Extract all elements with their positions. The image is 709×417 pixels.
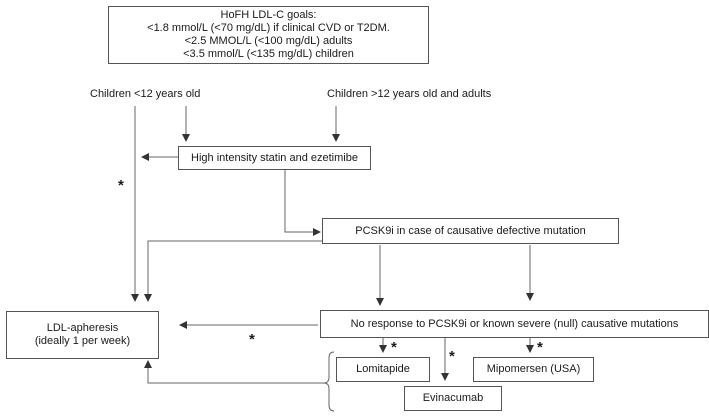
arrow-statin-to-pcsk9i xyxy=(284,170,321,236)
asterisk-evinacumab: * xyxy=(449,348,455,365)
arrow-pcsk9i-to-apheresis xyxy=(144,240,322,302)
pcsk9i-label: PCSK9i in case of causative defective mu… xyxy=(355,224,586,237)
mipomersen-box: Mipomersen (USA) xyxy=(473,357,594,382)
goals-line-children: <3.5 mmol/L (<135 mg/dL) children xyxy=(183,48,354,60)
evinacumab-label: Evinacumab xyxy=(422,392,484,404)
goals-title: HoFH LDL-C goals: xyxy=(220,9,317,21)
arrow-options-to-apheresis xyxy=(144,360,324,384)
mipomersen-label: Mipomersen (USA) xyxy=(486,363,581,375)
pcsk9i-box: PCSK9i in case of causative defective mu… xyxy=(322,218,619,244)
asterisk-mipomersen: * xyxy=(537,339,543,356)
evinacumab-box: Evinacumab xyxy=(404,386,502,411)
ldl-goals-box: HoFH LDL-C goals: <1.8 mmol/L (<70 mg/dL… xyxy=(108,6,429,64)
no-response-label: No response to PCSK9i or known severe (n… xyxy=(350,317,679,330)
lomitapide-box: Lomitapide xyxy=(336,357,430,382)
ldl-apheresis-box: LDL-apheresis (ideally 1 per week) xyxy=(6,311,159,359)
options-bracket xyxy=(323,351,335,412)
goals-line-cvd: <1.8 mmol/L (<70 mg/dL) if clinical CVD … xyxy=(147,22,390,34)
no-response-box: No response to PCSK9i or known severe (n… xyxy=(320,310,709,338)
statin-ezetimibe-box: High intensity statin and ezetimibe xyxy=(178,146,371,170)
lomitapide-label: Lomitapide xyxy=(356,363,410,375)
apheresis-label: LDL-apheresis xyxy=(46,322,119,334)
statin-ezetimibe-label: High intensity statin and ezetimibe xyxy=(191,151,358,164)
asterisk-lomitapide: * xyxy=(391,339,397,356)
asterisk-children-apheresis: * xyxy=(118,177,124,194)
group-children-under-12: Children <12 years old xyxy=(90,88,201,100)
goals-line-adults: <2.5 MMOL/L (<100 mg/dL) adults xyxy=(184,35,353,47)
apheresis-frequency: (ideally 1 per week) xyxy=(34,335,131,347)
group-children-over-12-adults: Children >12 years old and adults xyxy=(327,88,492,100)
asterisk-no-response-apheresis: * xyxy=(249,331,255,348)
